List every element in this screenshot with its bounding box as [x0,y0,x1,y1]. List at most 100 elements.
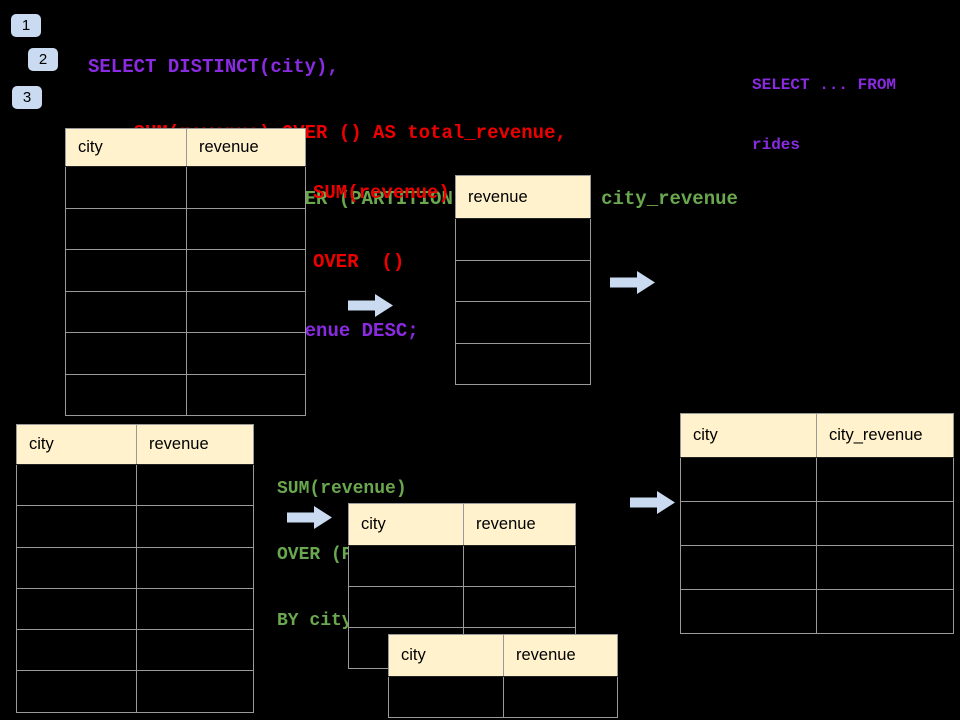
annotation-sum-over-empty: SUM(revenue) OVER () [313,136,450,320]
table-body [680,457,954,634]
table-row [455,342,591,385]
column-header-revenue: revenue [503,634,618,677]
empty-cell [463,545,576,587]
empty-cell [186,166,306,209]
empty-cell [65,373,187,416]
empty-cell [816,589,954,634]
table-row [65,166,306,209]
table-row [455,259,591,302]
table-body [388,676,618,718]
empty-cell [16,587,137,631]
table-row [16,629,254,672]
table-row [348,586,576,628]
annotation-total-line-1: SUM(revenue) [313,182,450,204]
table-row [16,463,254,507]
result-table: city city_revenue [680,413,954,634]
empty-cell [186,373,306,416]
flow-arrow-right-icon [287,506,332,529]
empty-cell [348,586,464,628]
empty-cell [388,676,504,718]
column-header-revenue: revenue [186,128,306,167]
annotation-partition-line-1: SUM(revenue) [277,479,407,499]
table-body [16,463,254,713]
table-row [65,290,306,333]
table-row [455,218,591,261]
empty-cell [16,546,137,589]
flow-arrow-right-icon [630,491,675,514]
table-row [65,332,306,375]
empty-cell [136,670,254,713]
column-header-revenue: revenue [463,503,576,546]
table-row [680,501,954,546]
empty-cell [136,629,254,672]
empty-cell [816,545,954,590]
table-row [65,373,306,416]
empty-cell [186,290,306,333]
empty-cell [136,463,254,507]
flow-arrow-right-icon [610,271,655,294]
empty-cell [16,505,137,548]
empty-cell [680,457,817,502]
flow-arrow-right-icon [348,294,393,317]
empty-cell [136,505,254,548]
empty-cell [65,332,187,375]
table-row [65,207,306,250]
empty-cell [680,545,817,590]
empty-cell [348,545,464,587]
side-note-line-1: SELECT ... FROM [752,76,897,94]
column-header-city: city [680,413,817,458]
column-header-city: city [388,634,504,677]
table-row [16,670,254,713]
annotation-total-line-2: OVER () [313,251,405,273]
empty-cell [455,218,591,261]
empty-cell [186,207,306,250]
table-row [388,676,618,718]
empty-cell [455,342,591,385]
column-header-city: city [348,503,464,546]
total-revenue-table: revenue [455,175,591,385]
table-body [455,218,591,385]
empty-cell [65,207,187,250]
empty-cell [186,249,306,292]
table-row [680,457,954,502]
table-row [455,301,591,344]
table-row [16,505,254,548]
empty-cell [455,259,591,302]
source-table-bottom: city revenue [16,424,254,713]
empty-cell [16,670,137,713]
side-note-select-from-rides: SELECT ... FROM rides [752,35,896,195]
sql-line-select: SELECT DISTINCT(city), [88,56,339,78]
table-body [65,166,306,416]
table-row [680,589,954,634]
table-row [680,545,954,590]
step-badge-2: 2 [28,48,58,71]
empty-cell [16,629,137,672]
empty-cell [816,501,954,546]
empty-cell [65,249,187,292]
empty-cell [503,676,618,718]
column-header-revenue: revenue [455,175,591,219]
empty-cell [680,589,817,634]
step-badge-3: 3 [12,86,42,109]
empty-cell [186,332,306,375]
column-header-city-revenue: city_revenue [816,413,954,458]
table-row [16,546,254,589]
empty-cell [816,457,954,502]
empty-cell [455,301,591,344]
empty-cell [136,587,254,631]
table-row [65,249,306,292]
source-table-top: city revenue [65,128,306,416]
table-row [16,587,254,631]
empty-cell [16,463,137,507]
empty-cell [463,586,576,628]
column-header-city: city [65,128,187,167]
empty-cell [65,290,187,333]
empty-cell [65,166,187,209]
column-header-city: city [16,424,137,465]
column-header-revenue: revenue [136,424,254,465]
empty-cell [136,546,254,589]
table-row [348,545,576,587]
side-note-line-2: rides [752,136,801,154]
empty-cell [680,501,817,546]
